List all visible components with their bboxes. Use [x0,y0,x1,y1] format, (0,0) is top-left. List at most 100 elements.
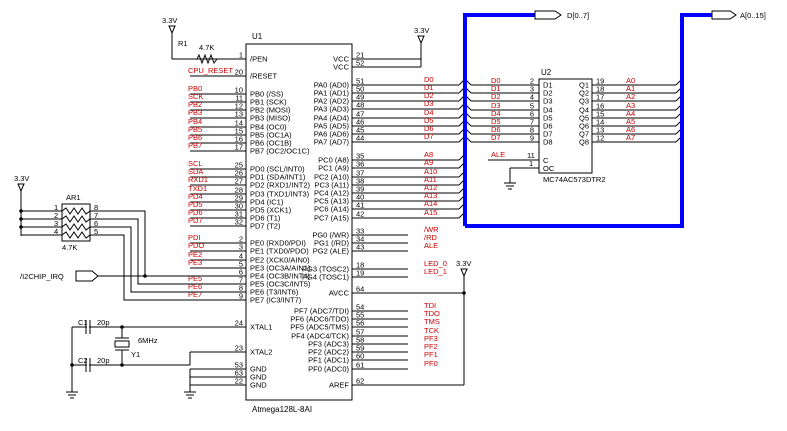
u1-pin-number: 27 [235,177,243,186]
u2-pin-number: 17 [596,93,604,102]
net-label: PE2 [188,250,202,259]
u1-pin-name: PF1 (ADC1) [308,356,349,365]
power-3v3-avcc: 3.3V [408,259,471,386]
u1-pin-number: 13 [235,110,243,119]
u1-pin-name: PB1 (SCK) [250,98,287,107]
net-label: A6 [626,125,635,134]
u1-pin-name: PB4 (OC0) [250,123,287,132]
u2-oc-pin-num: 1 [529,159,533,168]
u1-pin-number: 61 [356,361,364,370]
u1-pin-name: PD2 (RXD1/INT2) [250,181,311,190]
u2-c-pin-name: C [543,156,549,165]
power-label-1: 3.3V [162,16,177,25]
u1-pin-name: PE7 (IC3/INT7) [250,296,302,305]
net-label: PB6 [188,133,202,142]
u1-pin-number: 12 [235,102,243,111]
u2-part: MC74AC573DTR2 [543,175,606,184]
u1-pin-number: 1 [239,51,243,60]
u1-pin-name: PC2 (A10) [314,173,350,182]
u2-pin-name: D4 [543,106,553,115]
u1-pin-name: PA6 (AD6) [314,130,350,139]
net-label: PF0 [424,359,438,368]
u2-pin-number: 5 [530,102,534,111]
u2-pin-number: 15 [596,110,604,119]
net-label: PB2 [188,100,202,109]
u1-pin-name: PC3 (A11) [315,181,350,190]
c2-value: 20p [97,356,110,365]
u1-pin-number: 55 [356,311,364,320]
net-label: PD6 [188,208,203,217]
u1-pin-name: PE1 (TXD0/PDO) [250,247,309,256]
net-label: PB7 [188,141,202,150]
u1-pin-number: 23 [235,344,243,353]
net-label: PF1 [424,350,438,359]
u1-pin-name: PA7 (AD7) [314,138,350,147]
data-bus-label: D[0..7] [567,11,589,20]
net-label: PDI [188,233,201,242]
u1-pin-name: PA4 (AD4) [314,114,350,123]
u2-oc-ground-symbol [504,168,516,190]
u1-pin-number: 35 [356,152,364,161]
u1-pin-number: 40 [356,193,364,202]
u1-pin-number: 5 [239,260,243,269]
u1-pin-number: 51 [356,77,364,86]
net-label: A4 [626,109,635,118]
r1-value: 4.7K [199,43,214,52]
u2-pin-name: D6 [543,122,553,131]
u1-pin-name: PG0 (/WR) [312,231,349,240]
u1-pin-number: 2 [239,235,243,244]
ar1-ref: AR1 [66,193,81,202]
u2-pin-number: 13 [596,126,604,135]
u1-pin-number: 45 [356,126,364,135]
data-bus: D[0..7] [463,10,589,226]
u1-pin-name: AVCC [329,289,350,298]
u2-oc-pin-name: OC [543,164,555,173]
net-label: D4 [491,109,501,118]
net-label: D3 [424,99,434,108]
u1-pin-number: 18 [356,261,364,270]
u2-pin-number: 2 [530,77,534,86]
ar1-pin: 7 [94,211,98,220]
c2-ref: C2 [78,356,88,365]
power-3v3-pen: 3.3V R1 4.7K [162,16,246,65]
net-label: A9 [424,158,433,167]
u1-left-net-labels: CPU_RESETPB0SCKPB2PB3PB4PB5PB6PB7SCLSDAR… [188,66,233,299]
net-label: TXD1 [188,184,207,193]
u2-pin-name: D5 [543,114,553,123]
u1-pin-number: 29 [235,194,243,203]
u2-pin-number: 19 [596,77,604,86]
u1-pin-name: PB3 (MISO) [250,114,291,123]
u1-pin-number: 63 [235,369,243,378]
ar1-pin: 8 [94,203,98,212]
net-label: PB4 [188,117,202,126]
u2-pin-number: 9 [530,134,534,143]
u1-pin-number: 9 [239,292,243,301]
net-label: D7 [424,132,434,141]
net-label: A3 [626,101,635,110]
u1-pin-name: PA0 (AD0) [314,81,350,90]
u1-pin-number: 6 [239,268,243,277]
u1-pin-name: GND [250,373,267,382]
c1-value: 20p [97,318,110,327]
net-label: A2 [626,92,635,101]
u1-pin-number: 24 [235,319,243,328]
u1-pin-name: PF6 (ADC6/TDO) [290,315,349,324]
net-label: /WR [424,225,439,234]
u2-ale-net: ALE [491,150,505,159]
crystal-circuit: C1 20p C2 20p 6MHz Y1 [66,318,246,399]
y1-value: 6MHz [138,336,158,345]
u1-pin-number: 7 [239,276,243,285]
u1-pin-number: 28 [235,186,243,195]
u1-pin-name: PC5 (A13) [314,197,350,206]
u1-pin-name: VCC [333,55,349,64]
net-label: D6 [491,125,501,134]
net-label: PF3 [424,334,438,343]
ar1-pin: 4 [54,227,58,236]
u1-pin-name: PE4 (OC3B/INT4) [250,272,311,281]
net-label: PB5 [188,125,202,134]
u1-pin-number: 44 [356,134,364,143]
